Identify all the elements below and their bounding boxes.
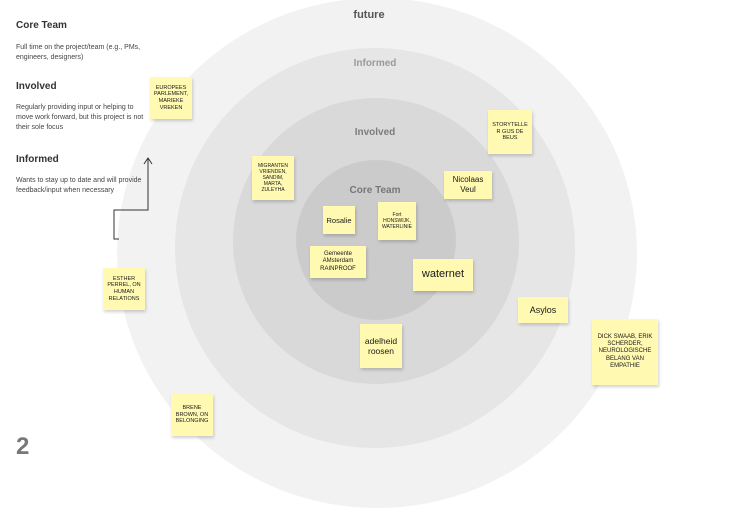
sticky-note-esther-perrel[interactable]: ESTHER PERREL, ON HUMAN RELATIONS — [103, 268, 145, 310]
sticky-note-rosalie[interactable]: Rosalie — [323, 206, 355, 234]
sticky-note-waternet[interactable]: waternet — [413, 259, 473, 291]
sticky-note-nicolaas-veul[interactable]: Nicolaas Veul — [444, 171, 492, 199]
ring-label-involved: Involved — [354, 127, 396, 138]
connector-arrow[interactable] — [106, 155, 156, 245]
legend-core-desc: Full time on the project/team (e.g., PMs… — [16, 44, 141, 61]
sticky-note-gemeente-amsterdam[interactable]: Gemeente AMsterdam RAINPROOF — [310, 246, 366, 278]
sticky-note-dick-swaab[interactable]: DICK SWAAB, ERIK SCHERDER, NEUROLOGISCHE… — [592, 319, 658, 385]
sticky-note-brene-brown[interactable]: BRENE BROWN, ON BELONGING — [171, 394, 213, 436]
sticky-note-europees-parlement[interactable]: EUROPEES PARLEMENT, MARIEKE VREKEN — [150, 77, 192, 119]
legend-involved-desc: Regularly providing input or helping to … — [16, 104, 144, 131]
legend-informed-desc: Wants to stay up to date and will provid… — [16, 177, 142, 194]
sticky-note-migranten[interactable]: MIGRANTEN VRIENDEN, SANDIM, MARTA, ZULEY… — [252, 156, 294, 200]
ring-label-future: future — [353, 9, 385, 21]
sticky-note-asylos[interactable]: Asylos — [518, 297, 568, 323]
sticky-note-adelheid-roosen[interactable]: adelheid roosen — [360, 324, 402, 368]
ring-label-core-team: Core Team — [349, 185, 401, 196]
legend-core-title: Core Team — [16, 20, 67, 31]
sticky-note-fort-honswijk[interactable]: Fort HONSWIJK, WATERLINIE — [378, 202, 416, 240]
ring-core-team — [296, 160, 456, 320]
sticky-note-storyteller[interactable]: STORYTELLER GIJS DE BEUS — [488, 110, 532, 154]
page-number: 2 — [16, 433, 30, 460]
ring-label-informed: Informed — [353, 58, 397, 69]
legend-informed-title: Informed — [16, 154, 59, 165]
legend-involved-title: Involved — [16, 81, 57, 92]
